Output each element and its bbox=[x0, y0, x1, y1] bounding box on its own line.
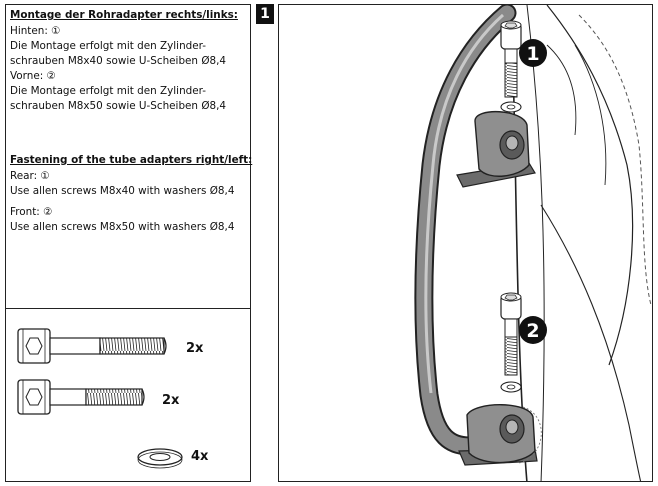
step-number-badge: 1 bbox=[256, 4, 274, 24]
lower-screw-icon bbox=[500, 292, 522, 393]
german-rear-line-1: Die Montage erfolgt mit den Zylinder- bbox=[10, 40, 206, 52]
assembly-illustration: 1 2 bbox=[414, 5, 652, 481]
allen-screw-short-icon bbox=[17, 379, 145, 415]
english-heading: Fastening of the tube adapters right/lef… bbox=[10, 154, 253, 166]
german-front-line-2: schrauben M8x50 sowie U-Scheiben Ø8,4 bbox=[10, 100, 227, 112]
german-front-line-1: Die Montage erfolgt mit den Zylinder- bbox=[10, 85, 206, 97]
assembly-figure-panel: 1 2 bbox=[278, 4, 653, 482]
callout-1-label: 1 bbox=[526, 43, 539, 65]
callout-2-label: 2 bbox=[526, 320, 539, 342]
english-front-label: Front: ② bbox=[10, 206, 53, 218]
lower-bracket bbox=[458, 404, 542, 466]
german-rear-label: Hinten: ① bbox=[10, 25, 61, 37]
parts-illustration bbox=[17, 328, 183, 469]
german-heading: Montage der Rohradapter rechts/links: bbox=[10, 9, 238, 21]
allen-screw-long-icon bbox=[17, 328, 167, 364]
upper-bracket bbox=[456, 110, 536, 188]
part-qty-1: 2x bbox=[186, 341, 204, 356]
callout-2-icon bbox=[519, 316, 547, 344]
german-front-label: Vorne: ② bbox=[10, 70, 56, 82]
washer-icon bbox=[137, 448, 183, 469]
part-qty-2: 2x bbox=[162, 393, 180, 408]
german-rear-line-2: schrauben M8x40 sowie U-Scheiben Ø8,4 bbox=[10, 55, 227, 67]
upper-screw-icon bbox=[500, 20, 522, 113]
english-rear-line-1: Use allen screws M8x40 with washers Ø8,4 bbox=[10, 185, 235, 197]
callout-1-icon bbox=[519, 39, 547, 67]
english-front-line-1: Use allen screws M8x50 with washers Ø8,4 bbox=[10, 221, 235, 233]
part-qty-3: 4x bbox=[191, 449, 209, 464]
instruction-text-panel: Montage der Rohradapter rechts/links: Hi… bbox=[5, 4, 253, 309]
english-rear-label: Rear: ① bbox=[10, 170, 50, 182]
parts-list-panel: 2x 2x 4x bbox=[5, 308, 251, 482]
